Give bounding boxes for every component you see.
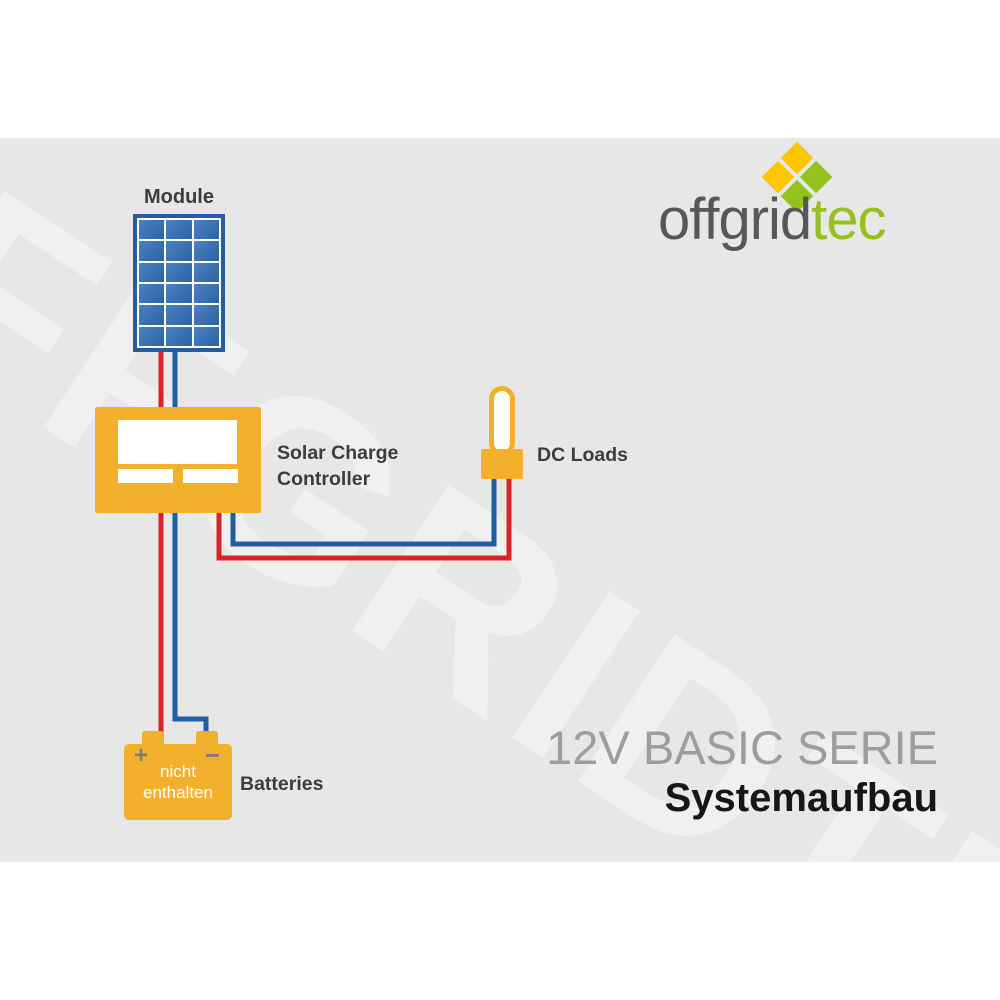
panel-cells: [139, 220, 219, 346]
battery-minus-sign: −: [204, 740, 220, 770]
panel-cell: [139, 326, 165, 346]
controller-button-right: [183, 469, 238, 483]
dc-load-icon: [489, 386, 515, 456]
solar-panel-icon: [133, 214, 225, 352]
module-label: Module: [144, 186, 214, 208]
battery-terminal-positive: [142, 731, 164, 747]
controller-display: [118, 420, 237, 464]
panel-cell: [166, 305, 192, 325]
panel-cell: [166, 241, 192, 261]
battery-icon: + − nicht enthalten: [124, 740, 232, 820]
panel-cell: [166, 262, 192, 282]
panel-cell: [193, 220, 219, 240]
charge-controller-icon: [95, 407, 261, 513]
controller-button-left: [118, 469, 173, 483]
panel-cell: [166, 220, 192, 240]
series-title: 12V BASIC SERIE: [546, 721, 938, 774]
panel-cell: [139, 241, 165, 261]
panel-cell: [139, 284, 165, 304]
battery-terminal-negative: [196, 731, 218, 747]
offgridtec-logo-text: offgridtec: [658, 186, 887, 253]
panel-cell: [193, 284, 219, 304]
controller-label: Solar Charge Controller: [277, 442, 399, 490]
panel-cell: [193, 241, 219, 261]
panel-cell: [166, 326, 192, 346]
logo-text-tec: tec: [811, 187, 886, 252]
panel-cell: [193, 326, 219, 346]
panel-cell: [139, 220, 165, 240]
panel-cell: [139, 305, 165, 325]
battery-not-included-note: nicht enthalten: [143, 762, 213, 802]
wire-blue-controller-to-battery: [172, 508, 209, 746]
wire-red-controller-to-dcload: [216, 476, 512, 561]
panel-cell: [193, 305, 219, 325]
batteries-label: Batteries: [240, 773, 324, 795]
dc-load-base: [481, 449, 523, 479]
series-subtitle: Systemaufbau: [664, 776, 938, 820]
panel-cell: [139, 262, 165, 282]
panel-cell: [166, 284, 192, 304]
panel-cell: [193, 262, 219, 282]
logo-text-offgrid: offgrid: [658, 187, 812, 252]
dc-loads-label: DC Loads: [537, 444, 629, 466]
wire-blue-controller-to-dcload: [230, 476, 497, 547]
battery-plus-sign: +: [134, 742, 149, 769]
